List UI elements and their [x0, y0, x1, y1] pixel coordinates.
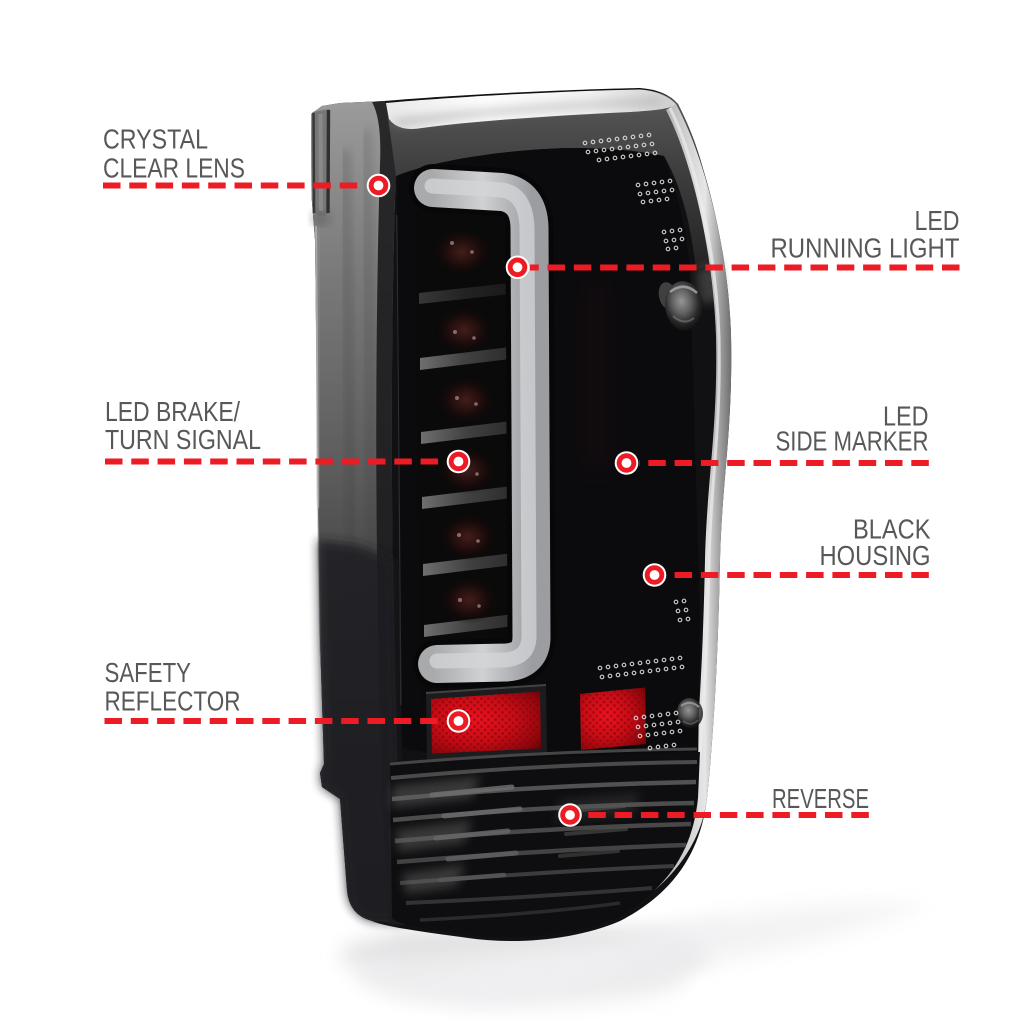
svg-text:CLEAR LENS: CLEAR LENS	[103, 153, 245, 184]
svg-text:RUNNING LIGHT: RUNNING LIGHT	[771, 233, 960, 264]
svg-text:REFLECTOR: REFLECTOR	[105, 686, 241, 717]
svg-text:SIDE MARKER: SIDE MARKER	[776, 426, 929, 457]
svg-text:LED: LED	[883, 401, 929, 432]
svg-text:REVERSE: REVERSE	[772, 783, 869, 814]
svg-text:HOUSING: HOUSING	[820, 540, 931, 571]
svg-text:CRYSTAL: CRYSTAL	[103, 124, 208, 155]
svg-text:BLACK: BLACK	[853, 514, 931, 545]
svg-text:LED: LED	[915, 205, 960, 236]
svg-text:TURN SIGNAL: TURN SIGNAL	[105, 424, 261, 455]
svg-text:LED BRAKE/: LED BRAKE/	[105, 396, 240, 427]
svg-text:SAFETY: SAFETY	[105, 657, 192, 688]
